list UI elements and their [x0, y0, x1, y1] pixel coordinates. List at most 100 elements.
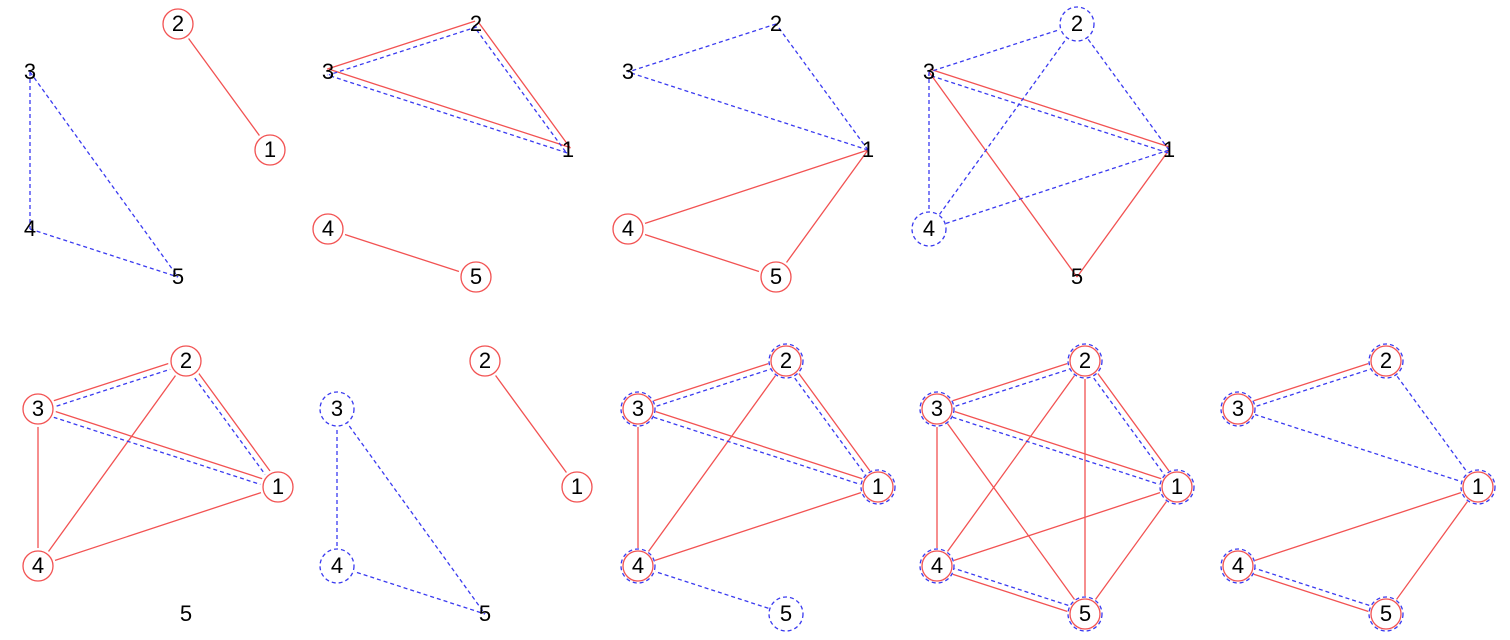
- blue-edge-4-5: [1238, 562, 1388, 612]
- node-blue-ring: [319, 391, 355, 427]
- red-edge-1-3: [38, 405, 280, 485]
- node-3: 3: [24, 59, 36, 84]
- node-background: [610, 211, 646, 247]
- blue-edge-1-2: [775, 23, 869, 151]
- red-edge-2-3: [636, 357, 786, 407]
- red-edge-1-3: [328, 68, 570, 148]
- node-background: [1460, 469, 1496, 505]
- node-5: 5: [180, 601, 192, 626]
- node-background: [1220, 548, 1256, 584]
- node-background: [319, 548, 355, 584]
- node-label: 5: [1079, 601, 1091, 626]
- red-edge-1-4: [936, 486, 1178, 567]
- node-label: 2: [1071, 11, 1083, 36]
- node-blue-ring: [620, 548, 656, 584]
- blue-edge-2-3: [638, 363, 788, 413]
- node-red-ring: [1462, 471, 1494, 503]
- blue-edge-1-3: [36, 411, 278, 491]
- node-label: 1: [1472, 474, 1484, 499]
- node-label: 2: [1079, 348, 1091, 373]
- node-red-ring: [262, 471, 294, 503]
- node-2: 2: [470, 11, 482, 36]
- red-edge-1-2: [1086, 358, 1180, 486]
- node-label: 4: [923, 216, 935, 241]
- blue-edge-2-3: [328, 26, 478, 76]
- node-red-ring: [770, 345, 802, 377]
- node-2: 2: [770, 11, 782, 36]
- node-background: [20, 548, 56, 584]
- node-background: [1159, 469, 1195, 505]
- node-label: 4: [622, 216, 634, 241]
- node-red-ring: [622, 393, 654, 425]
- node-background: [458, 259, 494, 295]
- node-background: [620, 391, 656, 427]
- blue-edge-2-3: [627, 23, 777, 73]
- node-red-ring: [921, 550, 953, 582]
- blue-edge-1-3: [1237, 408, 1479, 488]
- red-edge-2-3: [36, 357, 186, 407]
- node-label: 4: [331, 553, 343, 578]
- red-edge-1-5: [1084, 486, 1178, 615]
- node-3: 3: [622, 59, 634, 84]
- node-red-ring: [22, 393, 54, 425]
- node-red-ring: [162, 8, 194, 40]
- red-edge-1-5: [775, 149, 869, 278]
- blue-edge-4-5: [29, 228, 179, 278]
- node-blue-ring: [860, 469, 896, 505]
- node-5: 5: [458, 259, 494, 295]
- node-blue-ring: [319, 548, 355, 584]
- node-3: 3: [923, 59, 935, 84]
- node-label: 3: [923, 59, 935, 84]
- node-label: 1: [1171, 474, 1183, 499]
- node-label: 1: [264, 137, 276, 162]
- node-background: [860, 469, 896, 505]
- node-blue-ring: [768, 596, 804, 632]
- node-4: 4: [1220, 548, 1256, 584]
- node-2: 2: [168, 343, 204, 379]
- red-edge-3-5: [936, 408, 1086, 615]
- node-label: 1: [571, 474, 583, 499]
- node-4: 4: [919, 548, 955, 584]
- node-4: 4: [20, 548, 56, 584]
- blue-edge-1-3: [326, 74, 568, 154]
- red-edge-1-4: [1237, 486, 1479, 567]
- blue-edge-2-3: [928, 23, 1078, 73]
- red-edge-2-3: [935, 357, 1085, 407]
- blue-edge-1-2: [183, 362, 277, 490]
- node-blue-ring: [1368, 596, 1404, 632]
- red-edge-1-3: [937, 405, 1179, 485]
- blue-edge-1-2: [1076, 23, 1170, 151]
- node-background: [758, 259, 794, 295]
- node-background: [1220, 391, 1256, 427]
- node-label: 3: [331, 396, 343, 421]
- node-background: [559, 469, 595, 505]
- red-edge-4-5: [627, 228, 777, 278]
- red-edge-1-4: [637, 486, 879, 567]
- node-background: [1067, 596, 1103, 632]
- node-label: 1: [562, 137, 574, 162]
- node-2: 2: [1059, 6, 1095, 42]
- node-background: [20, 391, 56, 427]
- node-background: [1059, 6, 1095, 42]
- node-3: 3: [1220, 391, 1256, 427]
- node-5: 5: [758, 259, 794, 295]
- node-blue-ring: [1220, 548, 1256, 584]
- node-blue-ring: [1067, 596, 1103, 632]
- node-label: 1: [1163, 137, 1175, 162]
- node-label: 5: [1380, 601, 1392, 626]
- blue-edge-4-5: [637, 565, 787, 615]
- red-edge-4-5: [935, 568, 1085, 618]
- node-red-ring: [1370, 598, 1402, 630]
- node-label: 3: [931, 396, 943, 421]
- node-label: 4: [632, 553, 644, 578]
- node-5: 5: [768, 596, 804, 632]
- red-edge-4-5: [327, 228, 477, 278]
- node-red-ring: [760, 261, 792, 293]
- red-edge-1-5: [1385, 486, 1479, 615]
- blue-edge-1-3: [627, 71, 869, 151]
- node-label: 5: [770, 264, 782, 289]
